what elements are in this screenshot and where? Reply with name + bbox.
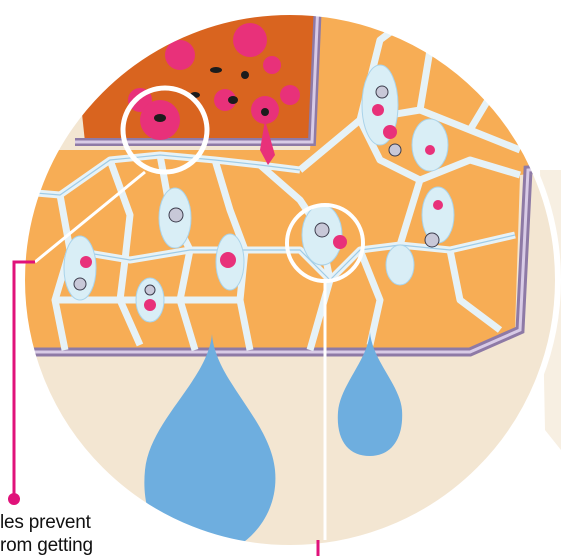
callout-dot (8, 493, 20, 505)
caption-left-line-2: rom getting (0, 535, 93, 556)
follicle-pocket (70, 0, 320, 142)
caption-left-line-1: les prevent (0, 512, 91, 533)
